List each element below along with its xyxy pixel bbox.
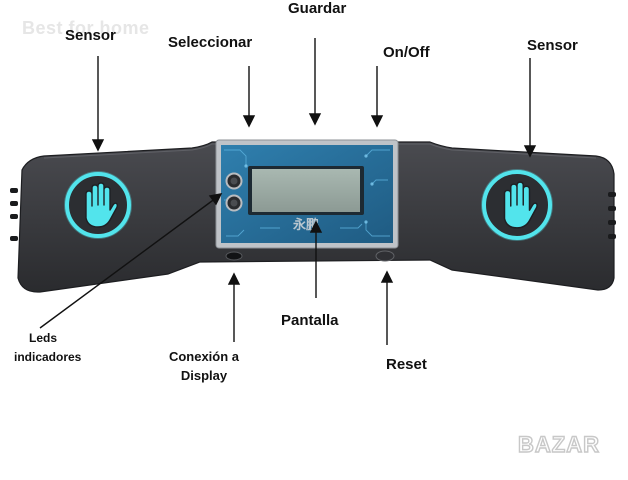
label-onoff: On/Off <box>383 44 430 61</box>
left-vents <box>10 188 18 241</box>
label-reset: Reset <box>386 356 427 373</box>
annotation-arrows <box>39 38 537 345</box>
lcd-screen <box>252 169 360 212</box>
right-vents <box>608 192 616 239</box>
label-leds-line2: indicadores <box>14 350 82 364</box>
label-seleccionar: Seleccionar <box>168 34 253 51</box>
display-port <box>225 251 243 261</box>
label-guardar: Guardar <box>288 0 347 17</box>
label-conexion-line1: Conexión a <box>168 349 240 364</box>
label-conexion: Conexión a Display <box>152 347 256 385</box>
circuit-traces <box>224 149 390 237</box>
label-conexion-line2: Display <box>180 368 228 383</box>
label-leds: Leds indicadores <box>14 329 82 367</box>
left-sensor <box>64 171 132 239</box>
bazar-logo: BAZAR <box>517 431 600 457</box>
indicator-leds <box>225 172 243 212</box>
right-sensor <box>481 169 553 241</box>
reset-button <box>375 250 395 262</box>
label-leds-line1: Leds <box>28 331 57 345</box>
label-sensor-left: Sensor <box>65 27 116 44</box>
label-pantalla: Pantalla <box>281 312 339 329</box>
label-sensor-right: Sensor <box>527 37 578 54</box>
watermark: Best for home <box>22 18 150 38</box>
